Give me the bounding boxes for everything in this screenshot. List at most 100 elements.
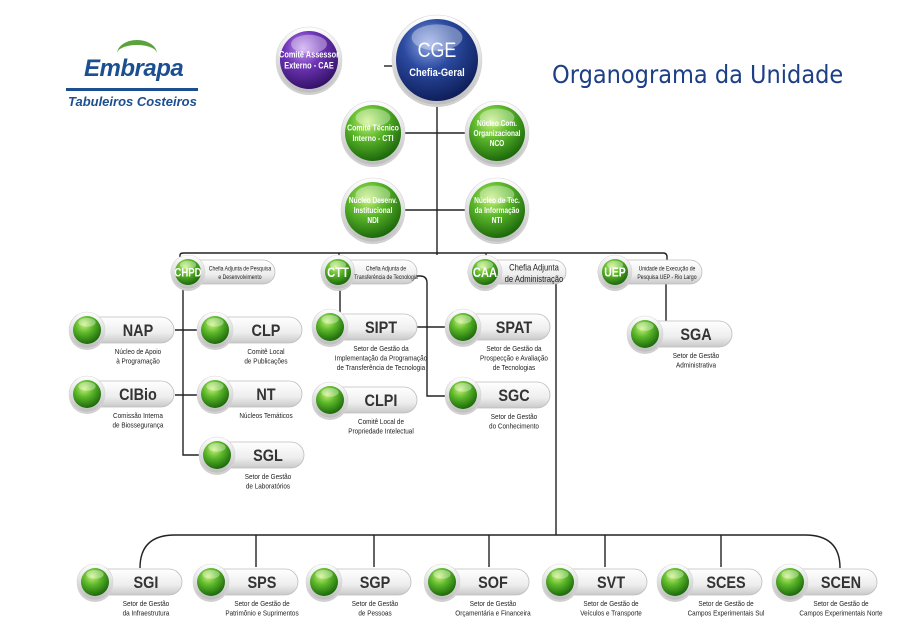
unit-code: SGL [253,447,283,465]
unit-desc: de Transferência de Tecnologia [337,365,426,373]
connector-line [410,275,460,397]
chefia-uep-highlight [606,260,624,270]
unit-desc: do Conhecimento [489,423,539,431]
chefia-ctt-highlight [329,260,347,270]
unit-sgp-highlight [315,569,333,579]
unit-desc: de Publicações [244,358,288,366]
node-cti-highlight [355,108,391,127]
unit-desc: Núcleo de Apoio [115,349,162,357]
unit-sga-orb [631,320,659,348]
unit-sgp-orb [310,568,338,596]
chefia-caa-orb [472,259,498,285]
unit-desc: Campos Experimentais Norte [799,610,882,618]
unit-clpi-highlight [321,387,339,397]
node-cti-text: Comitê Técnico [347,123,399,133]
node-nco-text: NCO [490,138,505,148]
node-ndi-text: Núcleo Desenv. [349,195,397,205]
unit-desc: da Infraestrutura [123,610,170,618]
unit-sipt-orb [316,313,344,341]
logo-unit: Tabuleiros Costeiros [68,94,197,109]
unit-nt-orb [201,380,229,408]
chefia-chpd-highlight [179,260,197,270]
unit-scen-orb [776,568,804,596]
node-nti-text: NTI [492,215,503,225]
node-nco-highlight [479,108,515,127]
unit-desc: Campos Experimentais Sul [688,610,765,618]
unit-spat-orb [449,313,477,341]
unit-code: NAP [123,322,153,340]
chefia-ctt-orb [325,259,351,285]
unit-clp-orb [201,316,229,344]
unit-code: SCES [706,574,745,592]
node-cae-highlight [291,34,327,54]
connector-line [139,534,841,569]
unit-spat-highlight [454,314,472,324]
unit-code: SIPT [365,319,397,337]
node-cae-text: Comitê Assessor [279,50,340,60]
connector-line [182,282,210,456]
unit-code: CIBio [119,386,157,404]
unit-sipt-highlight [321,314,339,324]
unit-desc: Núcleos Temáticos [239,413,293,421]
node-nti-highlight [479,185,515,204]
node-cae-text: Externo - CAE [284,61,334,71]
unit-desc: Comitê Local de [358,419,404,427]
unit-svt-orb [546,568,574,596]
unit-code: SPAT [496,319,533,337]
connector-line [179,252,668,268]
unit-sof-orb [428,568,456,596]
node-cge-code: CGE [418,39,457,63]
chefia-code: UEP [604,266,626,280]
node-nti-text: Núcleo de Tec. [474,195,520,205]
unit-code: SOF [478,574,508,592]
logo-brand: Embrapa [84,55,184,82]
unit-desc: Administrativa [676,362,716,370]
unit-code: SCEN [821,574,861,592]
unit-sces-orb [661,568,689,596]
unit-desc: Setor de Gestão de [813,601,868,609]
node-ndi-text: NDI [367,215,378,225]
chefia-desc: de Administração [505,273,564,284]
unit-desc: Comitê Local [247,349,285,357]
unit-desc: Setor de Gestão de [698,601,753,609]
unit-desc: Setor de Gestão da [486,346,541,354]
unit-code: CLP [252,322,281,340]
unit-svt-highlight [551,569,569,579]
unit-desc: de Laboratórios [246,483,291,491]
unit-desc: Setor de Gestão de [234,601,289,609]
unit-cibio-highlight [78,381,96,391]
unit-desc: Prospecção e Avaliação [480,355,548,363]
unit-sces-highlight [666,569,684,579]
chefia-desc: Chefia Adjunta de Pesquisa [209,266,272,272]
node-ndi-orb [345,182,401,238]
unit-desc: de Biossegurança [113,422,164,430]
